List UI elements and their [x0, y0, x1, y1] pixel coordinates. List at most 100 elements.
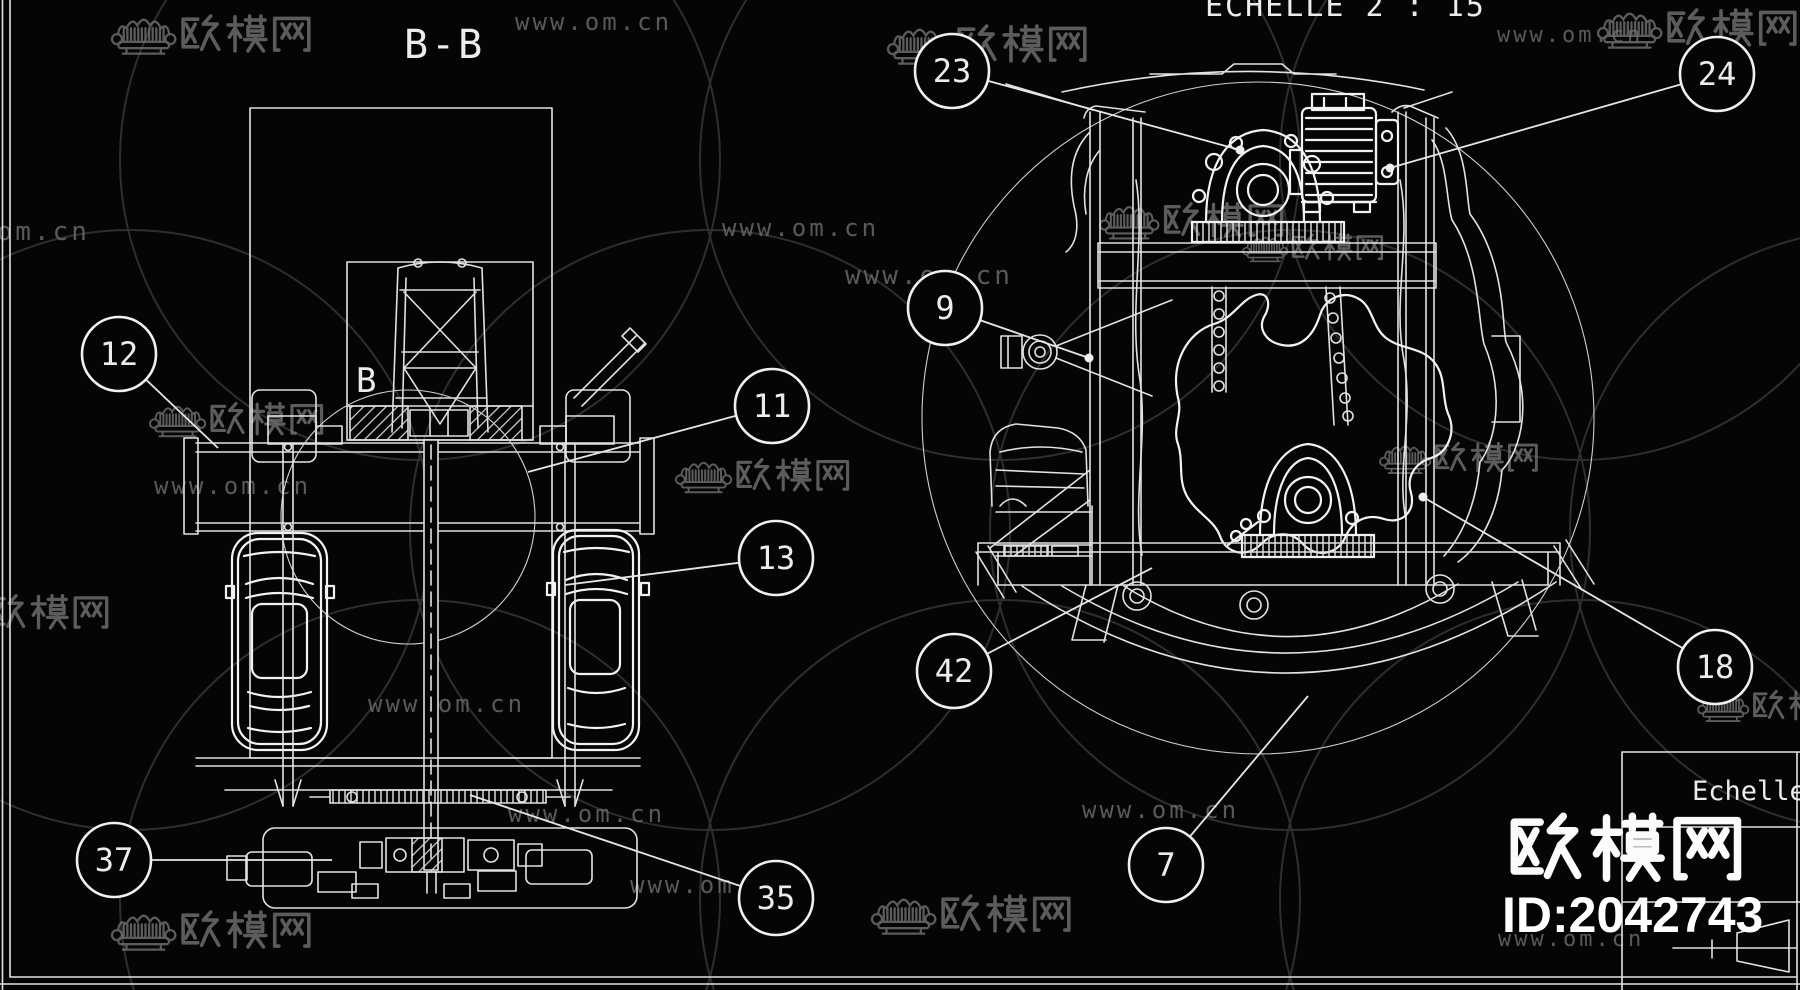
callout-balloon — [915, 632, 993, 710]
drive-chains — [1211, 286, 1354, 426]
callout-13: 13 — [564, 519, 815, 597]
watermark-ring — [989, 229, 1591, 831]
titleblock-scale-label: Echelle — [1692, 776, 1800, 807]
watermark-brand-text — [1667, 8, 1797, 47]
sofa-icon — [1596, 12, 1663, 49]
callout-leader-dot — [1084, 353, 1094, 363]
top-pillow-block-bearing — [1190, 128, 1346, 244]
callout-37: 37 — [75, 821, 332, 899]
enclosure-top — [1061, 63, 1425, 93]
callout-number: 42 — [935, 652, 974, 690]
drive-mechanism — [309, 789, 571, 894]
callout-42: 42 — [915, 567, 1153, 710]
base-frame — [226, 827, 638, 909]
brand-logo-text — [1510, 812, 1742, 882]
sofa-icon — [149, 405, 207, 438]
callout-9: 9 — [906, 269, 1094, 363]
callout-leader — [527, 405, 773, 473]
right-bracket — [539, 327, 647, 463]
watermark-url-text: www.om.cn — [515, 8, 672, 36]
watermark-url-text: www.om.cn — [1498, 927, 1644, 952]
callout-leader — [1422, 496, 1716, 668]
watermark-url-text: www.om.cn — [1082, 796, 1239, 824]
callout-7: 7 — [1127, 695, 1309, 904]
brand-overlay: ID:2042743 — [1502, 812, 1763, 943]
callout-balloon — [1127, 826, 1205, 904]
callout-balloon — [80, 315, 158, 393]
car-left-top-view — [224, 531, 336, 752]
watermark-ring — [119, 0, 721, 461]
callout-number: 24 — [1698, 55, 1737, 93]
watermark-ring — [0, 229, 431, 831]
callout-leader-dot — [1235, 145, 1245, 155]
callout-balloon — [733, 367, 811, 445]
brand-id-text: ID:2042743 — [1502, 887, 1763, 943]
callout-layer: 12 11 13 37 35 23 24 9 42 18 7 — [75, 32, 1756, 937]
callout-balloon — [906, 269, 984, 347]
watermark-tile — [110, 910, 311, 951]
sofa-icon — [110, 18, 177, 55]
under-carriage — [975, 539, 1595, 674]
watermark-ring — [699, 0, 1301, 461]
callout-35: 35 — [469, 794, 815, 937]
sofa-icon — [675, 461, 733, 494]
vertical-posts — [274, 442, 584, 807]
callout-number: 9 — [935, 289, 954, 327]
sofa-icon — [870, 898, 937, 935]
callout-number: 13 — [757, 539, 796, 577]
watermark-brand-text — [736, 457, 850, 492]
callout-number: 35 — [757, 879, 796, 917]
bottom-pillow-block-bearing — [1226, 442, 1376, 559]
watermark-brand-text — [1753, 689, 1800, 721]
watermark-ring — [699, 599, 1301, 990]
watermark-ring — [1279, 0, 1800, 461]
watermark-brand-text — [181, 910, 311, 949]
section-view-b-b: B-B — [183, 22, 655, 909]
callout-balloon — [75, 821, 153, 899]
electric-motor — [1288, 92, 1400, 214]
callout-leader — [951, 70, 1241, 151]
cam-sprocket-plate — [1175, 293, 1453, 554]
outer-shell — [1431, 127, 1524, 563]
watermark-url-text: www.om.cn — [368, 690, 525, 718]
callout-balloon — [1676, 628, 1754, 706]
watermark-brand-text — [0, 594, 109, 630]
callout-balloon — [1678, 35, 1756, 113]
callout-number: 11 — [753, 387, 792, 425]
callout-leader — [469, 794, 777, 899]
center-mast — [391, 258, 489, 433]
watermark-ring — [1569, 237, 1800, 823]
watermark-tile — [870, 894, 1071, 935]
center-shaft — [423, 439, 439, 871]
watermark-brand-text — [181, 14, 311, 53]
callout-11: 11 — [527, 367, 811, 473]
watermark-url-text: www.om.cn — [1497, 23, 1643, 48]
watermark-url-text: www.om.cn — [508, 800, 665, 828]
watermark-tile — [675, 457, 850, 494]
section-label: B-B — [404, 22, 485, 68]
watermark-brand-text — [1435, 441, 1538, 473]
callout-23: 23 — [913, 32, 1245, 155]
brand-logo-glyphs — [1510, 812, 1742, 882]
callout-18: 18 — [1418, 492, 1754, 706]
callout-number: 23 — [933, 52, 972, 90]
lower-rails — [195, 757, 641, 791]
callout-number: 7 — [1156, 846, 1175, 884]
platform-rails — [183, 437, 655, 535]
callout-leader — [1389, 73, 1718, 169]
watermark-url-text: www.om.cn — [722, 214, 879, 242]
callout-number: 18 — [1696, 648, 1735, 686]
watermark-tile — [1596, 8, 1797, 49]
watermark-brand-text — [941, 894, 1071, 933]
idler-bearing-part — [1000, 299, 1173, 397]
diagonal-rod — [573, 327, 647, 407]
watermark-url-text: www.om.cn — [0, 217, 90, 247]
callout-24: 24 — [1385, 35, 1756, 173]
callout-number: 37 — [95, 841, 134, 879]
callout-balloon — [913, 32, 991, 110]
callout-number: 12 — [100, 335, 139, 373]
